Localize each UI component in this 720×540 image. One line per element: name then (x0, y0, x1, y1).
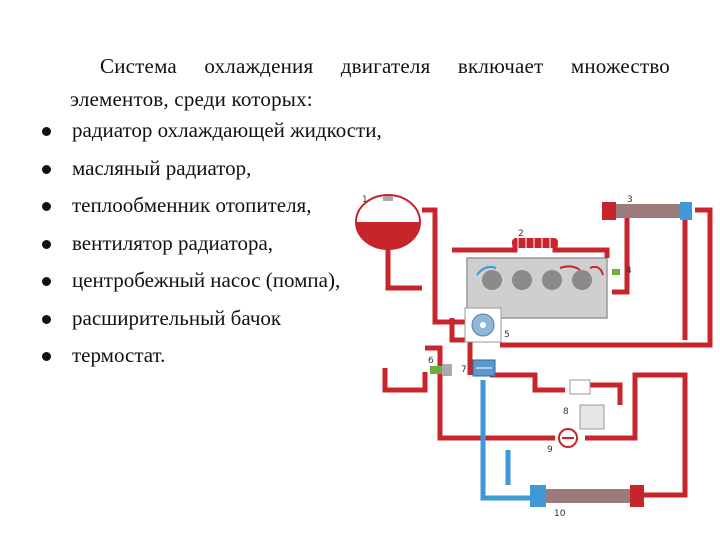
diagram-label: 2 (518, 229, 524, 239)
sensor-icon (612, 269, 620, 275)
diagram-label: 1 (362, 195, 368, 205)
intro-line-1: Система охлаждения двигателя включает мн… (100, 54, 670, 78)
list-item: вентилятор радиатора, (40, 225, 382, 263)
valve-9 (558, 428, 578, 448)
diagram-label: 6 (428, 356, 434, 366)
list-item-text: теплообменник отопителя, (72, 193, 312, 217)
water-pump (464, 307, 502, 343)
list-item-text: вентилятор радиатора, (72, 230, 274, 255)
intro-line-2: элементов, среди которых: (70, 87, 313, 111)
components-list: радиатор охлаждающей жидкости, масляный … (40, 112, 382, 375)
bullet-icon (42, 352, 51, 361)
diagram-label: 4 (626, 266, 632, 276)
list-item-text: расширительный бачок (72, 305, 282, 330)
bullet-icon (42, 127, 51, 136)
expansion-tank (355, 194, 421, 260)
list-item: расширительный бачок (40, 300, 382, 338)
diagram-label: 9 (547, 445, 553, 455)
heater-core (512, 238, 558, 248)
bullet-icon (42, 239, 51, 249)
diagram-label: 5 (504, 330, 510, 340)
list-item-text: радиатор охлаждающей жидкости, (72, 118, 382, 142)
radiator-3 (602, 202, 692, 220)
intro-paragraph: Система охлаждения двигателя включает мн… (70, 50, 670, 116)
diagram-label: 3 (627, 195, 633, 205)
thermostat (472, 359, 496, 377)
main-radiator (530, 485, 644, 507)
diagram-label: 8 (563, 407, 569, 417)
oil-cooler (569, 379, 605, 430)
bullet-icon (42, 314, 51, 324)
diagram-label: 10 (554, 509, 566, 519)
list-item-text: масляный радиатор, (72, 155, 252, 180)
bullet-icon (42, 202, 51, 211)
list-item: термостат. (40, 337, 382, 375)
list-item: масляный радиатор, (40, 150, 382, 188)
bullet-icon (42, 277, 51, 286)
bullet-icon (42, 164, 51, 174)
list-item-text: центробежный насос (помпа), (72, 268, 341, 292)
diagram-label: 7 (461, 365, 467, 375)
list-item: теплообменник отопителя, (40, 187, 382, 225)
list-item-text: термостат. (72, 343, 166, 367)
cooling-system-diagram: 1 2 3 4 5 6 7 8 9 10 (355, 194, 713, 519)
temp-sensor-6 (430, 364, 452, 376)
list-item: центробежный насос (помпа), (40, 262, 382, 300)
list-item: радиатор охлаждающей жидкости, (40, 112, 382, 150)
